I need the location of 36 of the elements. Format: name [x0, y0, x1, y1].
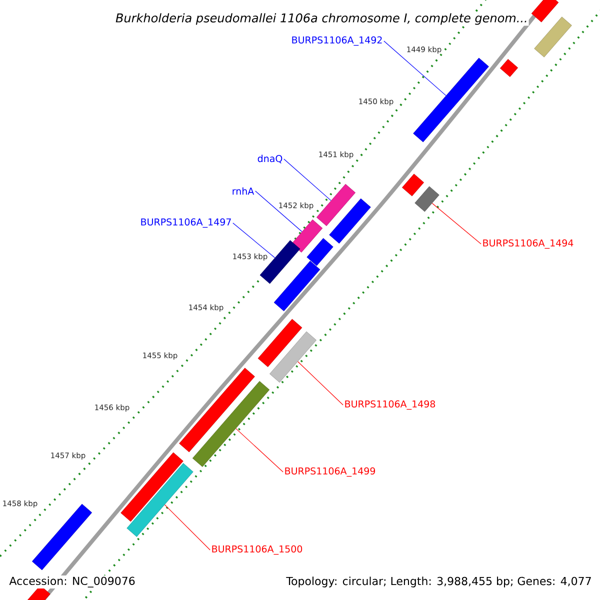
gene-bar [306, 238, 334, 266]
leader-line [164, 504, 210, 550]
leader-line [384, 40, 446, 96]
gene-bar [258, 318, 302, 368]
gene-bar [291, 219, 323, 253]
gene-bar [534, 16, 572, 58]
leader-line [432, 202, 482, 244]
accession-text: Accession: NC_009076 [8, 576, 136, 588]
gene-label: BURPS1106A_1498 [345, 400, 436, 410]
gene-label: BURPS1106A_1500 [212, 545, 302, 555]
gene-bar [270, 331, 316, 383]
topology-text: Topology: circular; Length: 3,988,455 bp; Genes: 4,077 [285, 576, 593, 588]
gene-bar [126, 463, 194, 537]
gene-bar [329, 198, 371, 244]
gene-bar [402, 174, 424, 196]
gene-bar [500, 59, 518, 77]
leader-line [284, 158, 332, 201]
leader-line [298, 361, 344, 406]
gene-label: BURPS1106A_1497 [141, 218, 231, 228]
gene-bar [192, 381, 270, 467]
title: Burkholderia pseudomallei 1106a chromosome I, complete genom... [114, 12, 529, 26]
gene-bar [274, 260, 320, 312]
gene-label: rnhA [232, 187, 254, 195]
gene-bar [179, 368, 255, 452]
gene-bar [316, 184, 356, 226]
gene-bar [413, 58, 489, 142]
leader-line [232, 222, 276, 258]
gene-label: BURPS1106A_1494 [483, 239, 574, 249]
gene-bar [414, 186, 440, 212]
gene-bar [531, 0, 559, 22]
gene-bar [120, 452, 184, 522]
gene-label: BURPS1106A_1492 [292, 36, 382, 46]
gene-label: dnaQ [258, 154, 282, 164]
leader-line [255, 190, 302, 232]
leader-line [236, 428, 284, 472]
gene-label: BURPS1106A_1499 [285, 467, 376, 477]
